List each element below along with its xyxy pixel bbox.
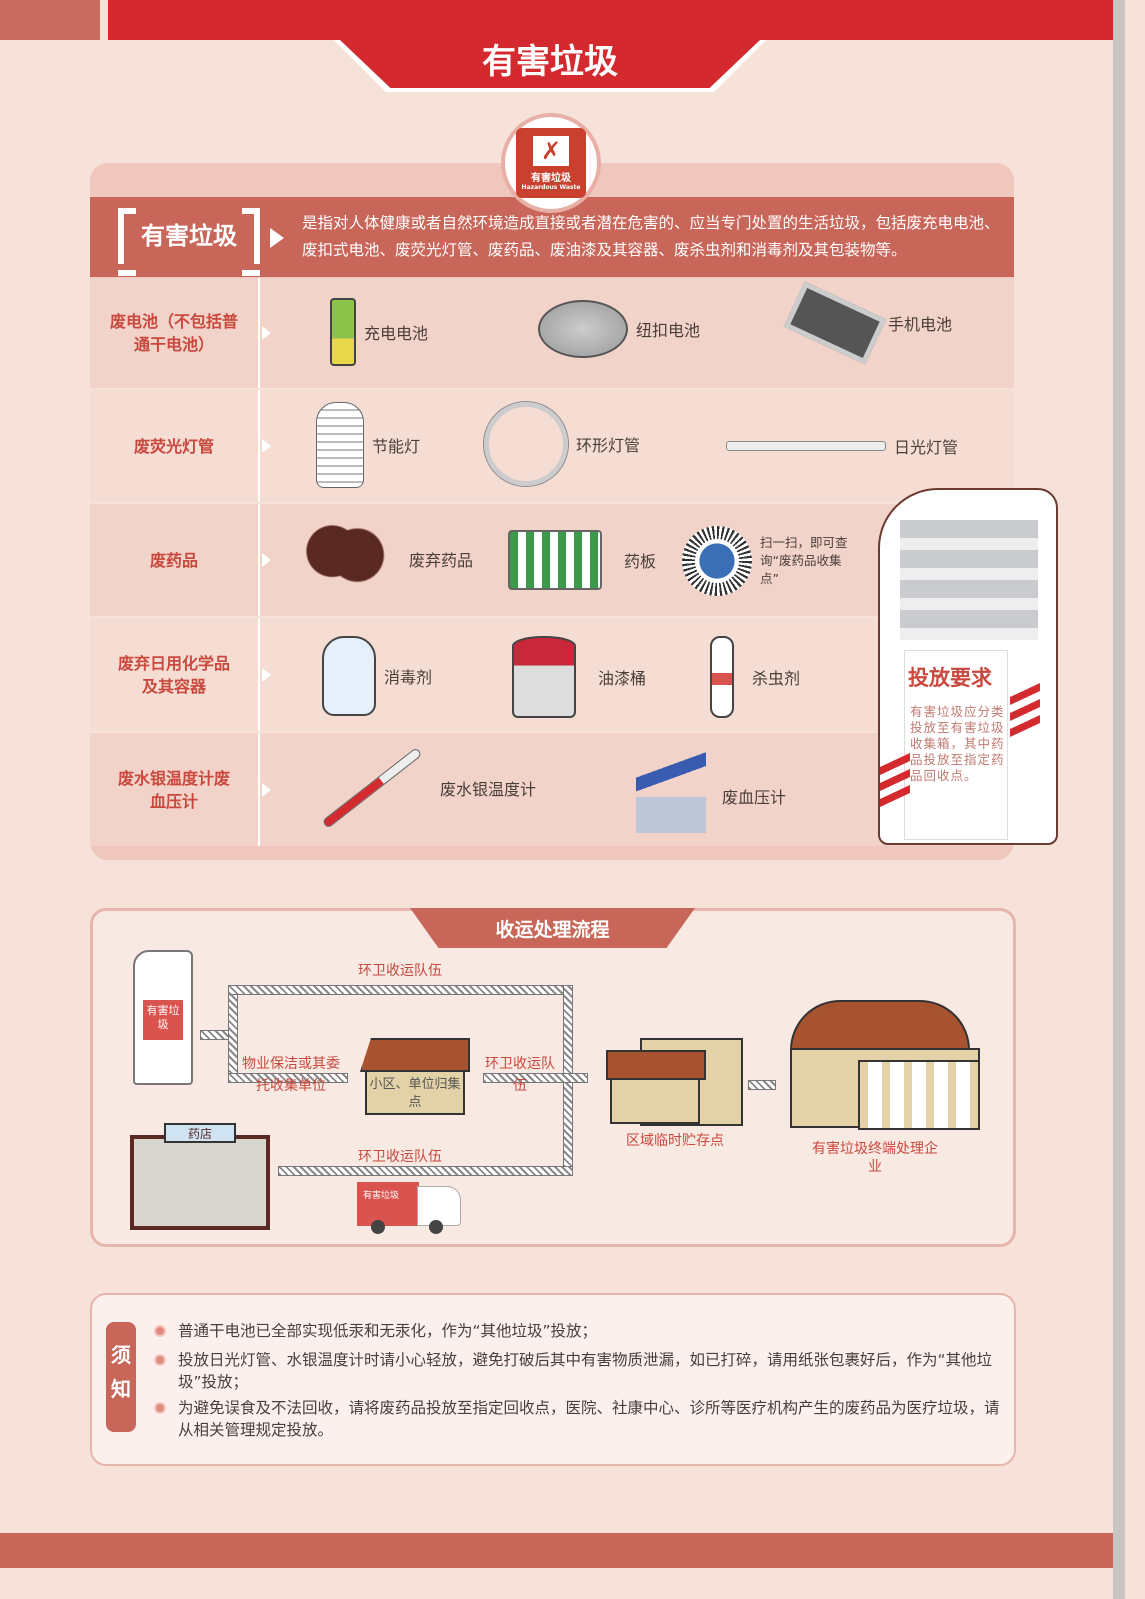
notice-item: 普通干电池已全部实现低汞和无汞化，作为“其他垃圾”投放； <box>154 1320 1003 1342</box>
item-label: 纽扣电池 <box>636 321 701 340</box>
disposal-requirements-title: 投放要求 <box>908 666 992 690</box>
item-label: 药板 <box>624 552 657 571</box>
page-edge <box>1113 0 1125 1599</box>
flow-arrow <box>748 1080 776 1090</box>
category-label: 废水银温度计废血压计 <box>90 733 260 846</box>
notice-text: 普通干电池已全部实现低汞和无汞化，作为“其他垃圾”投放； <box>178 1322 598 1340</box>
category-label: 废荧光灯管 <box>90 390 260 502</box>
definition-text: 是指对人体健康或者自然环境造成直接或者潜在危害的、应当专门处置的生活垃圾，包括废… <box>302 214 1000 259</box>
flow-arrow <box>200 1030 230 1040</box>
bullet-icon <box>154 1354 166 1366</box>
ring-lamp-icon <box>484 402 568 486</box>
final-facility-label: 有害垃圾终端处理企业 <box>812 1141 938 1175</box>
notice-text: 投放日光灯管、水银温度计时请小心轻放，避免打破后其中有害物质泄漏，如已打碎，请用… <box>178 1351 993 1391</box>
facility-dome <box>790 1000 970 1050</box>
item-label: 油漆桶 <box>598 669 647 688</box>
arrow-icon <box>262 553 271 567</box>
bin-slots <box>900 520 1038 640</box>
category-row-medicine: 废药品 废弃药品 药板 扫一扫，即可查询“废药品收集点” <box>90 504 1014 618</box>
arrow-icon <box>262 782 271 797</box>
flow-arrow <box>228 1073 348 1083</box>
phone-battery-icon <box>783 281 887 365</box>
notice-item: 为避免误食及不法回收，请将废药品投放至指定回收点，医院、社康中心、诊所等医疗机构… <box>154 1397 1003 1441</box>
button-battery-icon <box>538 300 628 358</box>
definition-label: 有害垃圾 <box>118 208 260 276</box>
collection-point: 小区、单位归集点 <box>365 1070 465 1115</box>
bullet-icon <box>154 1325 166 1337</box>
energy-saving-bulb-icon <box>316 402 364 488</box>
item-label: 消毒剂 <box>384 668 433 687</box>
logo-subtext: Hazardous Waste <box>521 183 581 191</box>
storage-front <box>610 1078 700 1124</box>
collection-truck: 有害垃圾 <box>357 1182 462 1234</box>
category-label: 废弃日用化学品及其容器 <box>90 618 260 731</box>
fluorescent-tube-icon <box>726 441 886 451</box>
notice-section <box>90 1293 1016 1466</box>
bullet-icon <box>154 1402 166 1414</box>
item-label: 环形灯管 <box>576 436 641 455</box>
disposal-requirements-text: 有害垃圾应分类投放至有害垃圾收集箱，其中药品投放至指定药品回收点。 <box>910 704 1005 783</box>
item-label: 杀虫剂 <box>752 669 801 688</box>
flow-title: 收运处理流程 <box>495 919 610 941</box>
pharmacy-building: 药店 <box>130 1123 270 1230</box>
route-label-property: 物业保洁或其委托收集单位 <box>242 1056 340 1094</box>
facility-windows <box>858 1060 980 1130</box>
item-label: 废水银温度计 <box>440 780 537 799</box>
item-label: 日光灯管 <box>894 438 959 457</box>
flow-title-tab <box>410 908 695 948</box>
category-row-lamps: 废荧光灯管 节能灯 环形灯管 日光灯管 <box>90 390 1014 504</box>
page-title: 有害垃圾 <box>482 42 618 82</box>
flow-arrow <box>483 1073 588 1083</box>
flow-arrow <box>228 985 573 995</box>
medicine-bottles-icon <box>276 520 401 598</box>
truck-label: 有害垃圾 <box>357 1182 419 1226</box>
pharmacy-sign: 药店 <box>164 1123 236 1143</box>
arrow-icon <box>262 439 271 453</box>
notice-text: 为避免误食及不法回收，请将废药品投放至指定回收点，医院、社康中心、诊所等医疗机构… <box>178 1399 1000 1439</box>
arrow-icon <box>270 228 284 248</box>
qr-hint: 扫一扫，即可查询“废药品收集点” <box>760 535 848 586</box>
rechargeable-battery-icon <box>330 298 356 366</box>
item-label: 手机电池 <box>888 315 953 334</box>
item-label: 节能灯 <box>372 437 421 456</box>
category-row-chemicals: 废弃日用化学品及其容器 消毒剂 油漆桶 杀虫剂 <box>90 618 1014 733</box>
category-row-batteries: 废电池（不包括普通干电池） 充电电池 纽扣电池 手机电池 <box>90 278 1014 390</box>
route-label-top: 环卫收运队伍 <box>358 963 442 979</box>
category-label: 废药品 <box>90 504 260 616</box>
collection-point-roof <box>360 1038 470 1072</box>
arrow-icon <box>262 326 271 340</box>
item-label: 充电电池 <box>364 324 429 343</box>
item-label: 废血压计 <box>722 788 787 807</box>
paint-bucket-icon <box>512 636 576 718</box>
top-left-block <box>0 0 100 40</box>
disinfectant-bottle-icon <box>322 636 376 716</box>
notice-tag: 须知 <box>106 1322 136 1432</box>
category-row-mercury: 废水银温度计废血压计 废水银温度计 废血压计 <box>90 733 1014 846</box>
blister-pack-icon <box>508 530 602 590</box>
bin-label: 有害垃圾 <box>143 1000 183 1040</box>
top-bar <box>108 0 1113 40</box>
item-label: 废弃药品 <box>409 551 474 570</box>
qr-code-icon[interactable] <box>682 526 752 596</box>
logo-text: 有害垃圾 <box>531 172 571 184</box>
arrow-icon <box>262 667 271 682</box>
storage-label: 区域临时贮存点 <box>626 1133 724 1149</box>
bottom-bar <box>0 1533 1113 1568</box>
thermometer-icon <box>321 747 423 829</box>
title-tab <box>340 40 760 88</box>
insecticide-spray-icon <box>710 636 734 718</box>
notice-item: 投放日光灯管、水银温度计时请小心轻放，避免打破后其中有害物质泄漏，如已打碎，请用… <box>154 1349 1003 1393</box>
category-label: 废电池（不包括普通干电池） <box>90 278 260 388</box>
flow-arrow <box>278 1166 573 1176</box>
storage-roof <box>606 1050 706 1080</box>
bin-panel <box>904 650 1008 840</box>
route-label-mid: 环卫收运队伍 <box>485 1056 555 1094</box>
route-label-bottom: 环卫收运队伍 <box>358 1149 442 1165</box>
small-bin-icon: 有害垃圾 <box>133 950 193 1085</box>
blood-pressure-meter-icon <box>636 743 706 833</box>
crossed-bin-icon: ✗ <box>533 135 569 166</box>
